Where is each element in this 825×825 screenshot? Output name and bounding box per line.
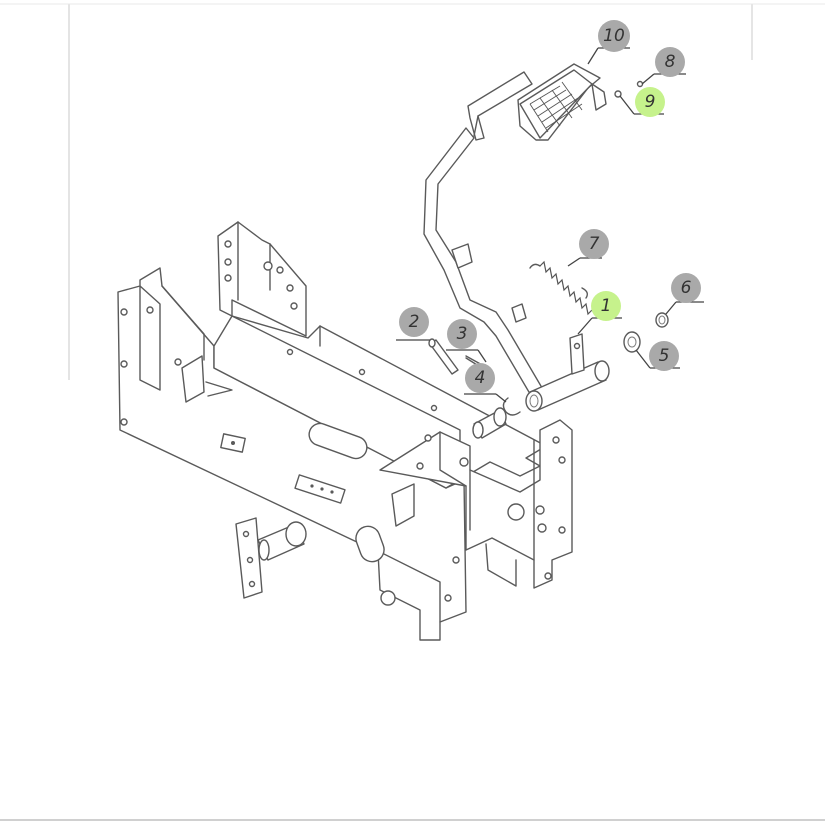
callout-3-label: 3	[457, 324, 468, 344]
callout-6-label: 6	[681, 278, 692, 298]
small-washer	[614, 90, 622, 98]
leader-lines	[396, 47, 704, 403]
callout-1: 1	[591, 291, 621, 321]
frame	[0, 3, 825, 821]
washer	[623, 331, 641, 353]
callout-7: 7	[579, 229, 609, 259]
return-spring	[529, 260, 593, 316]
callout-8: 8	[655, 47, 685, 77]
callout-7-label: 7	[589, 234, 600, 254]
pivot-tube	[525, 333, 610, 412]
callout-6: 6	[671, 273, 701, 303]
callout-5: 5	[649, 341, 679, 371]
chassis-frame	[117, 221, 573, 641]
callout-2: 2	[399, 307, 429, 337]
callout-4-label: 4	[475, 368, 486, 388]
callout-10: 10	[598, 20, 630, 52]
callout-5-label: 5	[659, 346, 670, 366]
callout-10-label: 10	[603, 26, 625, 46]
callout-9-label: 9	[645, 92, 656, 112]
pin	[428, 338, 459, 375]
circlip	[502, 397, 521, 416]
callout-2-label: 2	[409, 312, 420, 332]
callout-8-label: 8	[665, 52, 676, 72]
callout-3: 3	[447, 319, 477, 349]
retaining-ring	[655, 312, 669, 328]
pedal-pad	[517, 63, 607, 141]
callout-1-label: 1	[601, 296, 612, 316]
callout-9: 9	[635, 87, 665, 117]
screw	[636, 80, 644, 88]
callout-4: 4	[465, 363, 495, 393]
